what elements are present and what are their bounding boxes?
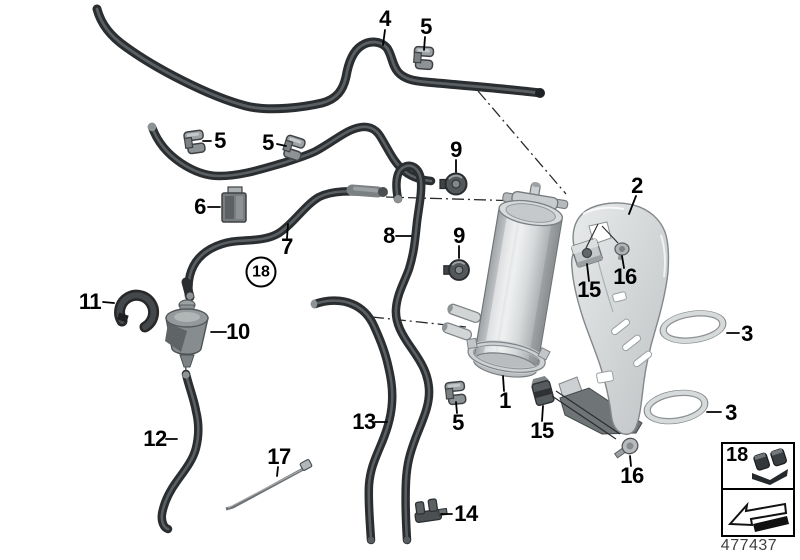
callout-3-b[interactable]: 3 xyxy=(725,400,737,425)
clip-14 xyxy=(414,498,448,524)
drawing-number: 477437 xyxy=(720,537,778,554)
vent-hose-upper xyxy=(147,122,436,186)
ring-3-b xyxy=(643,389,709,425)
screw-axis-lines xyxy=(551,223,621,440)
clip-icon xyxy=(752,448,788,485)
ring-3-a xyxy=(659,310,727,344)
callout-2[interactable]: 2 xyxy=(631,173,643,198)
direction-arrow-icon xyxy=(727,501,789,532)
callout-17[interactable]: 17 xyxy=(267,444,291,469)
screw-16-a xyxy=(614,242,630,261)
leader-lines xyxy=(102,29,740,515)
screw-16-b xyxy=(613,437,639,459)
callout-10[interactable]: 10 xyxy=(226,319,250,344)
connector-6 xyxy=(221,186,247,223)
callout-16-a[interactable]: 16 xyxy=(613,264,637,289)
clip-5-a xyxy=(182,129,207,156)
callout-16-b[interactable]: 16 xyxy=(620,463,644,488)
canister-1 xyxy=(441,181,569,378)
callout-3-a[interactable]: 3 xyxy=(741,321,753,346)
valve-10 xyxy=(165,299,209,368)
callout-18-circled[interactable]: 18 xyxy=(245,256,277,288)
legend-item-number: 18 xyxy=(726,444,749,466)
callout-14[interactable]: 14 xyxy=(454,501,478,526)
callout-8[interactable]: 8 xyxy=(383,223,395,248)
center-lines xyxy=(371,90,567,328)
callout-5-a[interactable]: 5 xyxy=(420,14,432,39)
callout-9-b[interactable]: 9 xyxy=(453,223,465,248)
callout-15-b[interactable]: 15 xyxy=(530,418,554,443)
grommet-9-b xyxy=(442,259,470,281)
legend-item-cell: 18 xyxy=(723,444,793,490)
callout-9-a[interactable]: 9 xyxy=(450,137,462,162)
callout-5-c[interactable]: 5 xyxy=(262,130,274,155)
clamp-11 xyxy=(114,289,160,333)
hose-13 xyxy=(310,296,397,545)
legend-box: 18 xyxy=(721,442,795,537)
callout-6[interactable]: 6 xyxy=(194,194,206,219)
legend-arrow-cell xyxy=(723,490,793,535)
callout-15-a[interactable]: 15 xyxy=(577,277,601,302)
nut-15-a xyxy=(571,238,603,268)
callout-4[interactable]: 4 xyxy=(379,6,391,31)
callout-13[interactable]: 13 xyxy=(352,409,376,434)
canister-side-port-b xyxy=(441,322,473,341)
cable-tie-17 xyxy=(225,459,313,511)
callout-5-d[interactable]: 5 xyxy=(452,410,464,435)
callout-1[interactable]: 1 xyxy=(499,388,511,413)
clip-15-b xyxy=(531,375,555,406)
hose-8 xyxy=(391,161,434,545)
callout-7[interactable]: 7 xyxy=(281,234,293,259)
callout-5-b[interactable]: 5 xyxy=(214,128,226,153)
callout-12[interactable]: 12 xyxy=(143,426,167,451)
callout-11[interactable]: 11 xyxy=(78,289,102,314)
canister-side-port-a xyxy=(447,303,482,323)
hose-4 xyxy=(92,4,545,114)
grommet-9-a xyxy=(439,172,468,196)
